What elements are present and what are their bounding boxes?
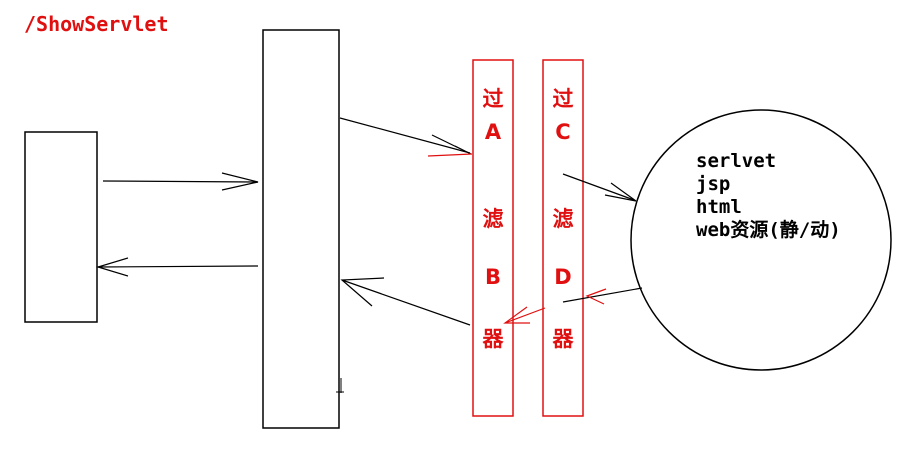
- url-label: /ShowServlet: [24, 12, 169, 36]
- cursor-mark: [336, 378, 344, 393]
- filter-left-char-2: A: [484, 120, 502, 144]
- resource-item: jsp: [696, 173, 731, 195]
- filter-box-left: [472, 59, 514, 417]
- filter-right-char-5: 器: [552, 327, 574, 351]
- request-arrow-client-to-server: [102, 172, 259, 191]
- resource-item: web资源(静/动): [696, 219, 841, 241]
- request-arrow-filter-to-resource: [562, 173, 637, 202]
- filter-left-char-1: 过: [482, 87, 504, 111]
- filter-right-char-4: D: [554, 265, 572, 289]
- server-box: [262, 29, 340, 429]
- request-arrow-server-to-filter: [339, 117, 473, 157]
- response-arrow-filter-to-server: [340, 277, 546, 326]
- resource-item: html: [696, 196, 742, 218]
- web-resource-circle: [630, 109, 892, 371]
- filter-left-char-4: B: [484, 265, 501, 289]
- response-arrow-resource-to-filter: [562, 287, 643, 305]
- filter-right-char-2: C: [555, 120, 571, 144]
- filter-right-char-3: 滤: [552, 207, 574, 231]
- response-arrow-server-to-client: [95, 257, 259, 277]
- filter-right-char-1: 过: [552, 87, 574, 111]
- filter-left-char-3: 滤: [482, 207, 504, 231]
- resource-item: serlvet: [696, 150, 777, 172]
- filter-left-char-5: 器: [482, 327, 504, 351]
- filter-box-right: [542, 59, 584, 417]
- resource-list: serlvet jsp html web资源(静/动): [696, 150, 841, 242]
- client-box: [24, 131, 98, 323]
